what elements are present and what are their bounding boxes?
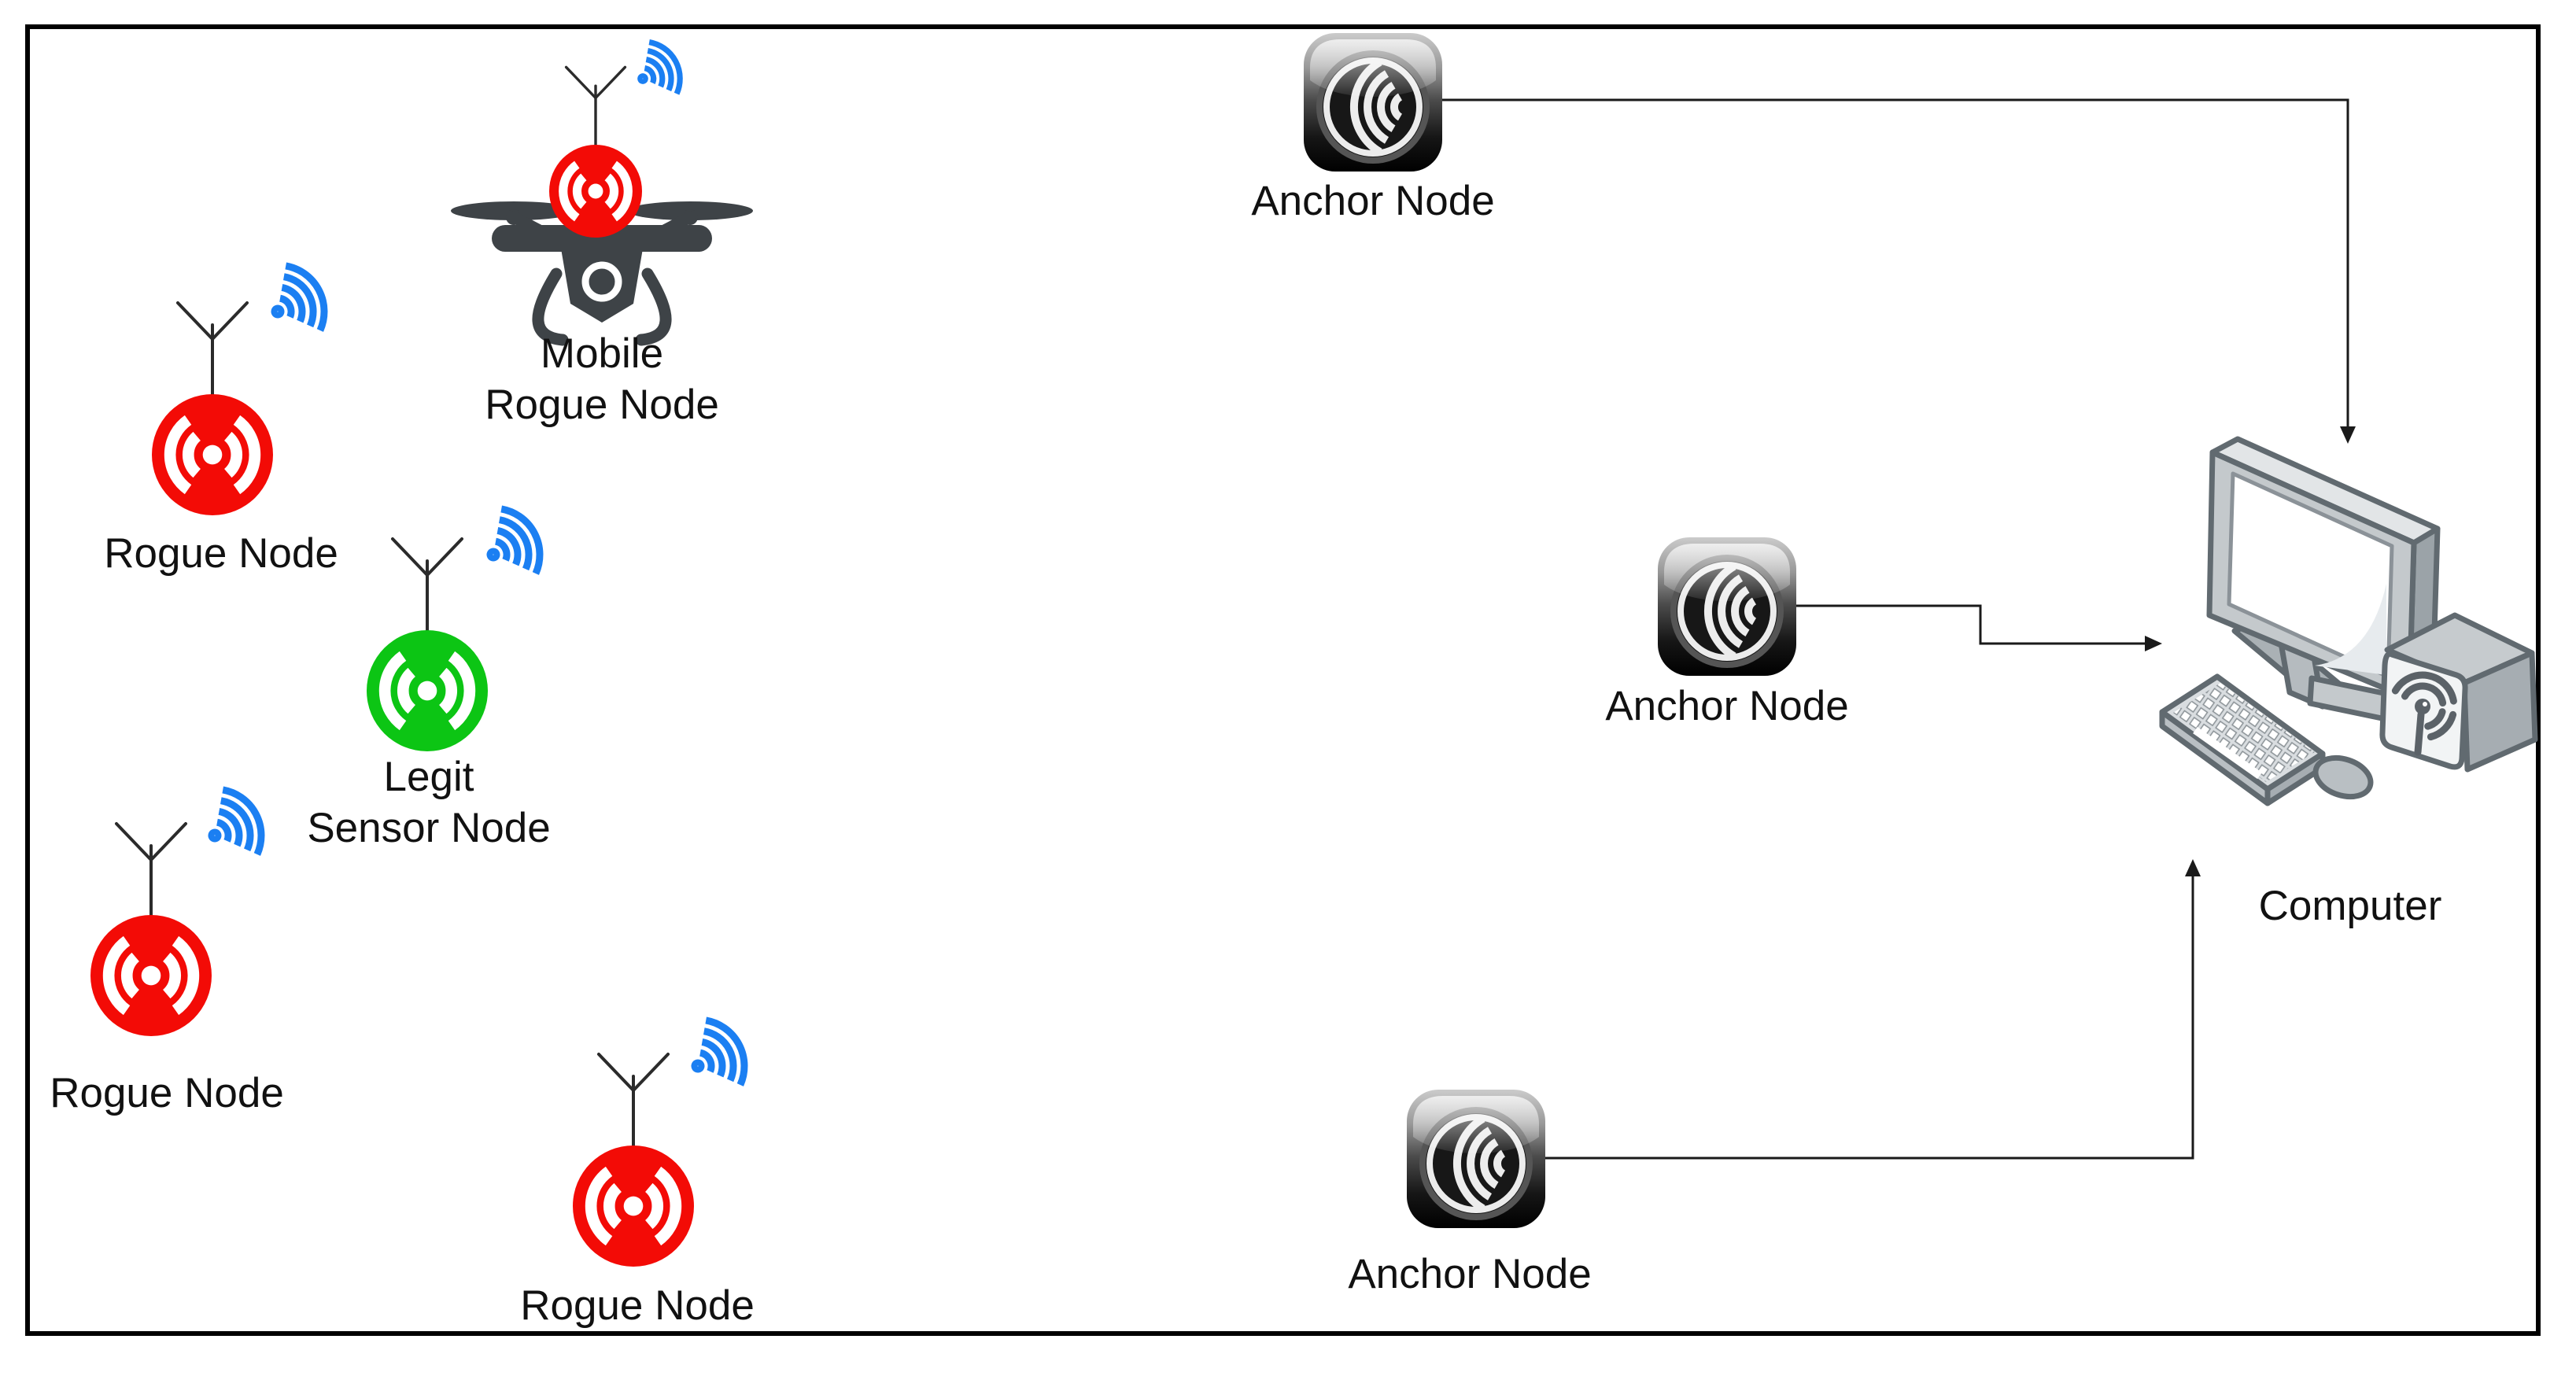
rogue-node-icon	[90, 915, 212, 1036]
computer-icon	[2159, 436, 2538, 806]
connector-anchor-middle-to-computer	[1796, 604, 2153, 645]
wifi-signal-icon	[195, 781, 273, 869]
connector-anchor-top-to-computer	[1442, 98, 2349, 434]
connector-anchor-bottom-to-computer	[1537, 869, 2194, 1160]
rogue-node-bottom-label: Rogue Node	[520, 1282, 755, 1329]
anchor-node-top-label: Anchor Node	[1251, 178, 1495, 224]
anchor-node-icon	[1304, 33, 1442, 172]
legit-sensor-node-icon	[367, 630, 488, 751]
computer-label: Computer	[2258, 883, 2442, 929]
anchor-node-bottom-label: Anchor Node	[1348, 1251, 1592, 1297]
mobile-rogue-node-label-line2: Rogue Node	[485, 381, 719, 428]
rogue-node-icon	[152, 394, 273, 515]
arrowhead-down-icon	[2340, 426, 2356, 444]
connector-arrowheads	[2145, 426, 2356, 876]
wifi-signal-icon	[474, 500, 552, 588]
wifi-signal-icon	[258, 257, 336, 345]
anchor-node-icon	[1407, 1090, 1545, 1228]
legit-sensor-node-label-line2: Sensor Node	[307, 804, 551, 851]
arrowhead-right-icon	[2145, 636, 2162, 651]
diagram-frame	[25, 24, 2541, 1336]
legit-sensor-node-label-line1: Legit	[383, 754, 474, 800]
connector-lines	[1442, 98, 2349, 1160]
drone-icon	[451, 201, 753, 346]
anchor-node-middle-label: Anchor Node	[1605, 683, 1849, 729]
arrowhead-up-icon	[2185, 859, 2201, 876]
rogue-node-middle-label: Rogue Node	[50, 1070, 284, 1116]
anchor-node-icon	[1658, 537, 1796, 676]
rogue-node-icon	[573, 1145, 694, 1267]
legit-sensor-node-label: Legit Sensor Node	[307, 752, 550, 854]
wifi-signal-icon	[627, 35, 689, 105]
antenna-icon	[176, 301, 249, 396]
antenna-icon	[564, 65, 627, 146]
transmitter-icon	[2391, 671, 2457, 756]
mobile-rogue-node-icon	[549, 145, 642, 238]
mobile-rogue-node-label-line1: Mobile	[540, 330, 664, 377]
wifi-signal-icon	[678, 1012, 756, 1100]
antenna-icon	[597, 1053, 670, 1147]
rogue-node-top-label: Rogue Node	[104, 530, 338, 577]
antenna-icon	[391, 537, 463, 632]
mobile-rogue-node-label: Mobile Rogue Node	[485, 329, 719, 430]
antenna-icon	[115, 822, 187, 917]
